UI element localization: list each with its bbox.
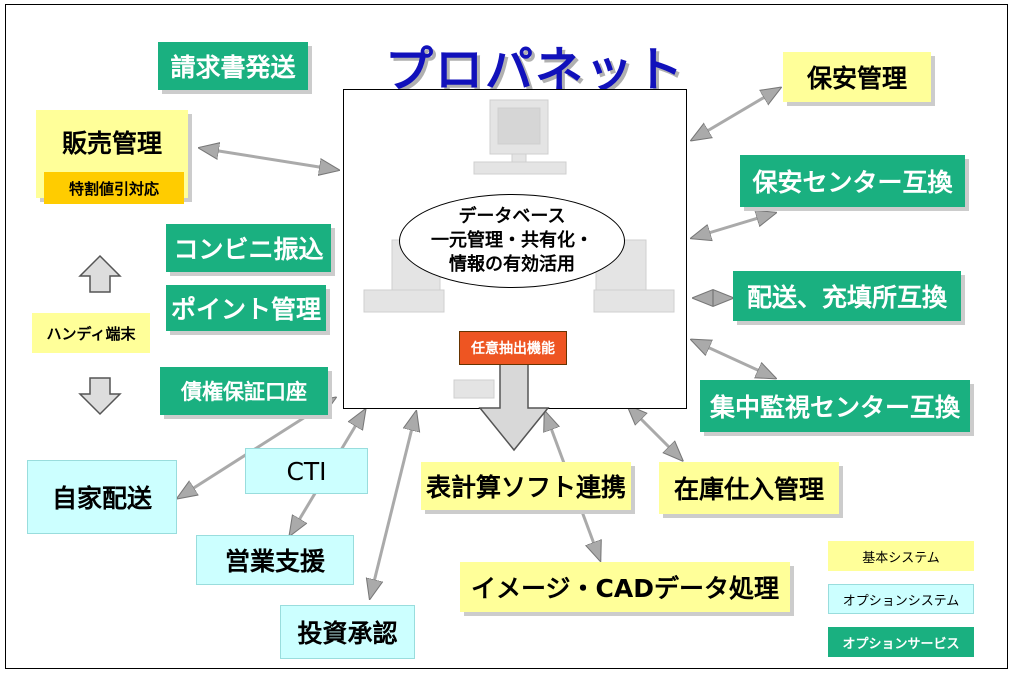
- inventory-box: 在庫仕入管理: [659, 462, 839, 514]
- discount-badge: 特割値引対応: [44, 172, 184, 204]
- connector-inventory: [628, 406, 682, 460]
- home-delivery-box: 自家配送: [27, 460, 177, 534]
- extract-label: 任意抽出機能: [459, 331, 567, 365]
- sales-label: 販売管理: [61, 129, 162, 158]
- down-small-arrow-icon: [78, 377, 122, 416]
- connector-sales: [200, 148, 338, 170]
- db-line-1: データベース: [458, 206, 566, 227]
- delivery-fill-box: 配送、充填所互換: [733, 271, 961, 321]
- db-line-2: 一元管理・共有化・: [431, 230, 593, 251]
- database-ellipse: データベース 一元管理・共有化・ 情報の有効活用: [399, 194, 625, 288]
- connector-security-center: [692, 213, 775, 238]
- debt-box: 債権保証口座: [160, 367, 328, 415]
- cti-box: CTI: [245, 448, 368, 494]
- sales-support-box: 営業支援: [196, 535, 354, 585]
- diagram-frame: [5, 4, 1008, 669]
- connector-monitor-center: [692, 340, 775, 378]
- image-cad-box: イメージ・CADデータ処理: [460, 562, 790, 612]
- legend-option: オプションシステム: [828, 584, 974, 614]
- monitor-center-box: 集中監視センター互換: [700, 380, 970, 432]
- security-center-box: 保安センター互換: [740, 155, 965, 207]
- handy-terminal-label: ハンディ端末: [32, 313, 150, 353]
- legend-basic: 基本システム: [828, 541, 974, 571]
- investment-box: 投資承認: [280, 605, 415, 659]
- points-box: ポイント管理: [166, 285, 326, 331]
- db-line-3: 情報の有効活用: [449, 254, 575, 275]
- connector-security: [692, 88, 780, 140]
- conveni-box: コンビニ振込: [166, 224, 331, 272]
- computer-illustration: [363, 99, 675, 399]
- page-title: プロパネット: [385, 42, 686, 98]
- connector-investment: [370, 412, 416, 598]
- down-arrow-icon: [478, 356, 550, 452]
- up-arrow-icon: [78, 254, 122, 293]
- invoice-box: 請求書発送: [158, 42, 308, 90]
- security-box: 保安管理: [783, 52, 931, 102]
- legend-service: オプションサービス: [828, 627, 974, 657]
- spreadsheet-box: 表計算ソフト連携: [421, 462, 631, 510]
